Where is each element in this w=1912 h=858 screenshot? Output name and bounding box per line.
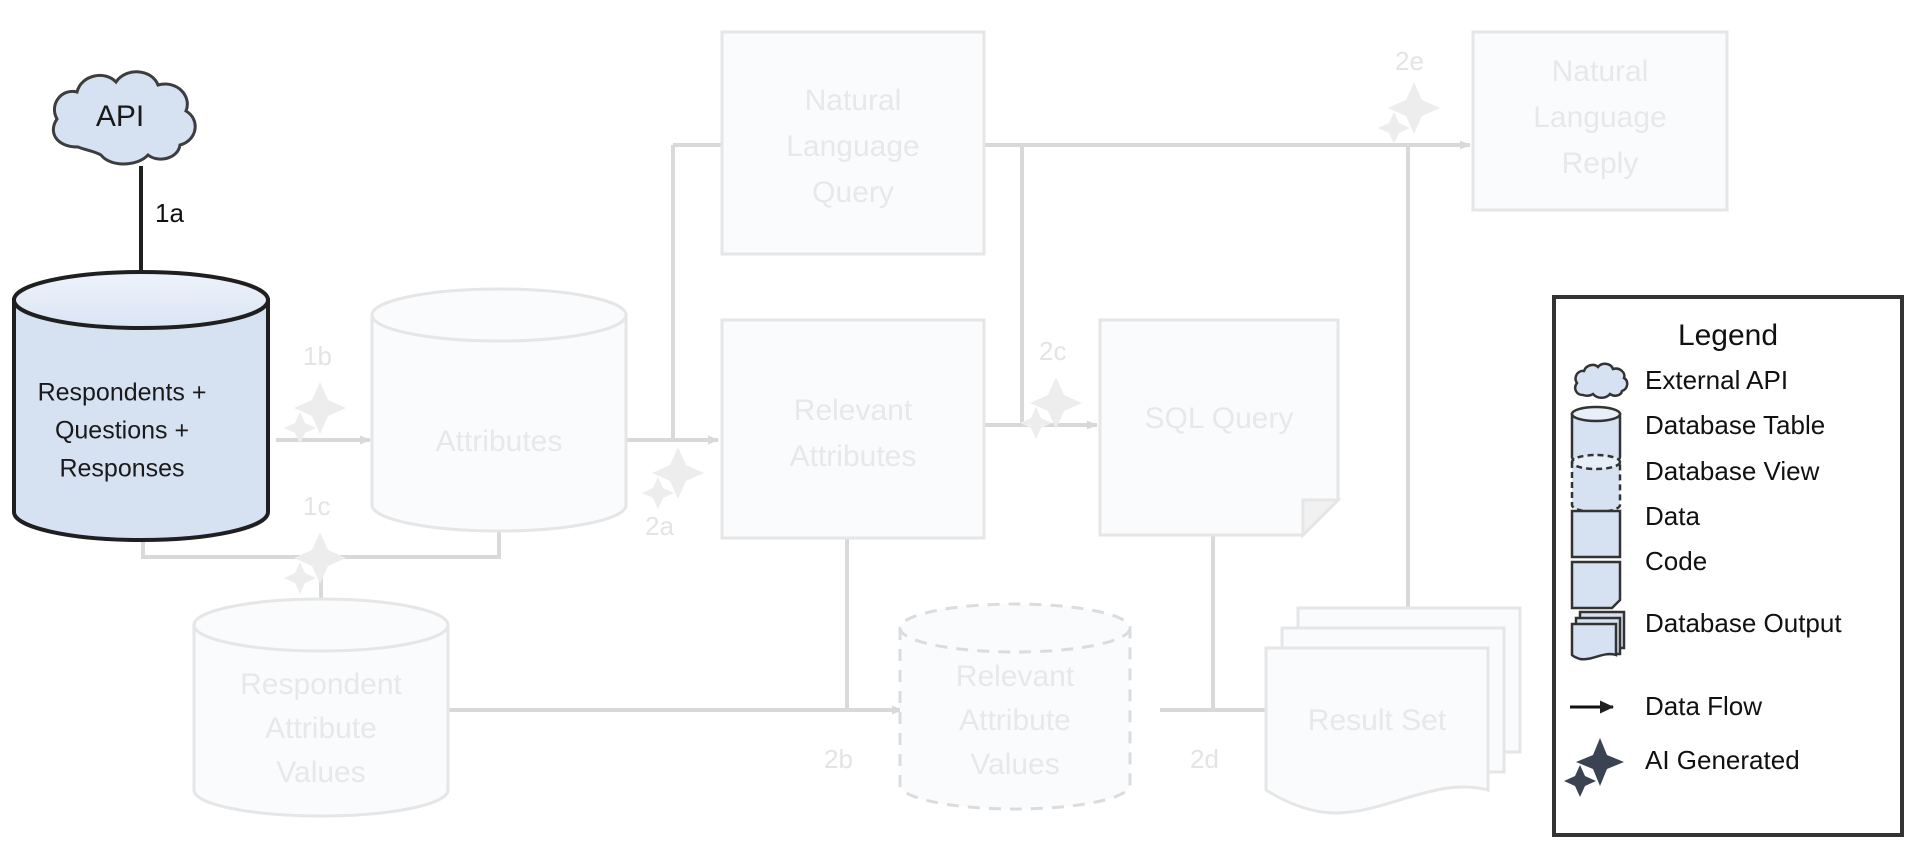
square-icon — [1570, 509, 1622, 559]
node-nlq-label-2: Language — [786, 130, 919, 163]
legend-item-ai-generated: AI Generated — [1564, 738, 1800, 797]
node-sql-label: SQL Query — [1145, 402, 1294, 435]
node-relattr-label-2: Attributes — [790, 440, 917, 473]
legend-item-database-output: Database Output — [1570, 608, 1842, 661]
node-nlq-label-1: Natural — [805, 84, 902, 117]
legend-item-code: Code — [1570, 546, 1707, 610]
node-relav-label-1: Relevant — [956, 660, 1075, 693]
nlr-box — [1471, 30, 1729, 212]
legend-label-0: External API — [1645, 365, 1788, 395]
node-api-label: API — [96, 100, 144, 133]
rav-cylinder-body — [192, 623, 450, 818]
edge-2a-label: 2a — [645, 511, 674, 541]
cloud-icon — [51, 70, 197, 166]
attributes-cylinder-body — [370, 313, 628, 533]
relattr-box — [720, 318, 986, 540]
node-rav-label-2: Attribute — [265, 712, 377, 745]
dashed-cylinder-icon — [1570, 460, 1622, 514]
node-relattr-label-1: Relevant — [794, 394, 913, 427]
node-sql-query[interactable]: SQL Query — [1098, 318, 1342, 539]
respondents-cylinder-body — [12, 298, 270, 542]
node-api[interactable]: API — [51, 70, 197, 166]
node-nlq-label-3: Query — [812, 176, 894, 209]
node-respondents[interactable]: Respondents + Questions + Responses — [12, 270, 270, 542]
edge-layer — [141, 140, 1471, 715]
legend-item-database-table: Database Table — [1570, 405, 1825, 466]
node-nlr-label-1: Natural — [1552, 55, 1649, 88]
relav-cylinder-top — [898, 602, 1132, 654]
node-nlr-label-2: Language — [1533, 101, 1666, 134]
rav-cylinder-top — [192, 597, 450, 653]
node-rav-label-1: Respondent — [240, 668, 402, 701]
node-attributes-label: Attributes — [436, 425, 563, 458]
legend-label-7: AI Generated — [1645, 745, 1800, 775]
node-respondents-label-3: Responses — [59, 455, 184, 483]
legend-item-data: Data — [1570, 501, 1700, 559]
edge-2b-label: 2b — [824, 744, 853, 774]
sparkle-icon-1c — [284, 532, 346, 594]
node-nlr-label-3: Reply — [1562, 147, 1639, 180]
node-relav-label-2: Attribute — [959, 704, 1071, 737]
sparkle-icon-1b — [284, 382, 346, 444]
edge-2c-label: 2c — [1039, 336, 1066, 366]
sparkle-icon — [1564, 738, 1624, 797]
respondents-cylinder-top — [12, 270, 270, 330]
node-rav-label-3: Values — [276, 756, 366, 789]
legend-panel: Legend External API Database Table Datab… — [1552, 295, 1904, 837]
node-natural-language-query[interactable]: Natural Language Query — [720, 30, 986, 256]
edge-1b-label: 1b — [303, 341, 332, 371]
sparkle-icon-2e — [1378, 82, 1440, 144]
node-attributes[interactable]: Attributes — [370, 287, 628, 533]
relav-cylinder-body — [898, 626, 1132, 811]
node-respondents-label-2: Questions + — [55, 417, 189, 445]
legend-label-5: Database Output — [1645, 608, 1842, 638]
nlq-box — [720, 30, 986, 256]
legend-title: Legend — [1678, 319, 1778, 352]
node-result-set[interactable]: Result Set — [1264, 606, 1522, 815]
edge-1c-label: 1c — [303, 491, 330, 521]
node-result-set-label: Result Set — [1308, 704, 1447, 737]
node-relav-label-3: Values — [970, 748, 1060, 781]
legend-item-external-api: External API — [1574, 362, 1788, 399]
legend-label-4: Code — [1645, 546, 1707, 576]
node-natural-language-reply[interactable]: Natural Language Reply — [1471, 30, 1729, 212]
legend-label-6: Data Flow — [1645, 691, 1762, 721]
node-relevant-attributes[interactable]: Relevant Attributes — [720, 318, 986, 540]
legend-label-3: Data — [1645, 501, 1700, 531]
sparkle-icon-2a — [642, 447, 704, 509]
cloud-icon — [1574, 362, 1629, 399]
legend-item-database-view: Database View — [1570, 453, 1820, 514]
result-set-sheet-1 — [1264, 646, 1490, 815]
folded-corner-icon — [1570, 560, 1622, 610]
legend-label-1: Database Table — [1645, 410, 1825, 440]
edge-2d-label: 2d — [1190, 744, 1219, 774]
legend-label-2: Database View — [1645, 456, 1820, 486]
node-respondents-label-1: Respondents + — [38, 379, 207, 407]
sparkle-icon-2c — [1020, 377, 1082, 439]
node-relevant-attribute-values[interactable]: Relevant Attribute Values — [898, 602, 1132, 811]
edge-2e-label: 2e — [1395, 46, 1424, 76]
edge-1a-label: 1a — [155, 198, 184, 228]
attributes-cylinder-top — [370, 287, 628, 343]
legend-item-data-flow: Data Flow — [1570, 691, 1762, 721]
node-respondent-attribute-values[interactable]: Respondent Attribute Values — [192, 597, 450, 818]
sql-fold-corner-icon — [1301, 498, 1342, 539]
